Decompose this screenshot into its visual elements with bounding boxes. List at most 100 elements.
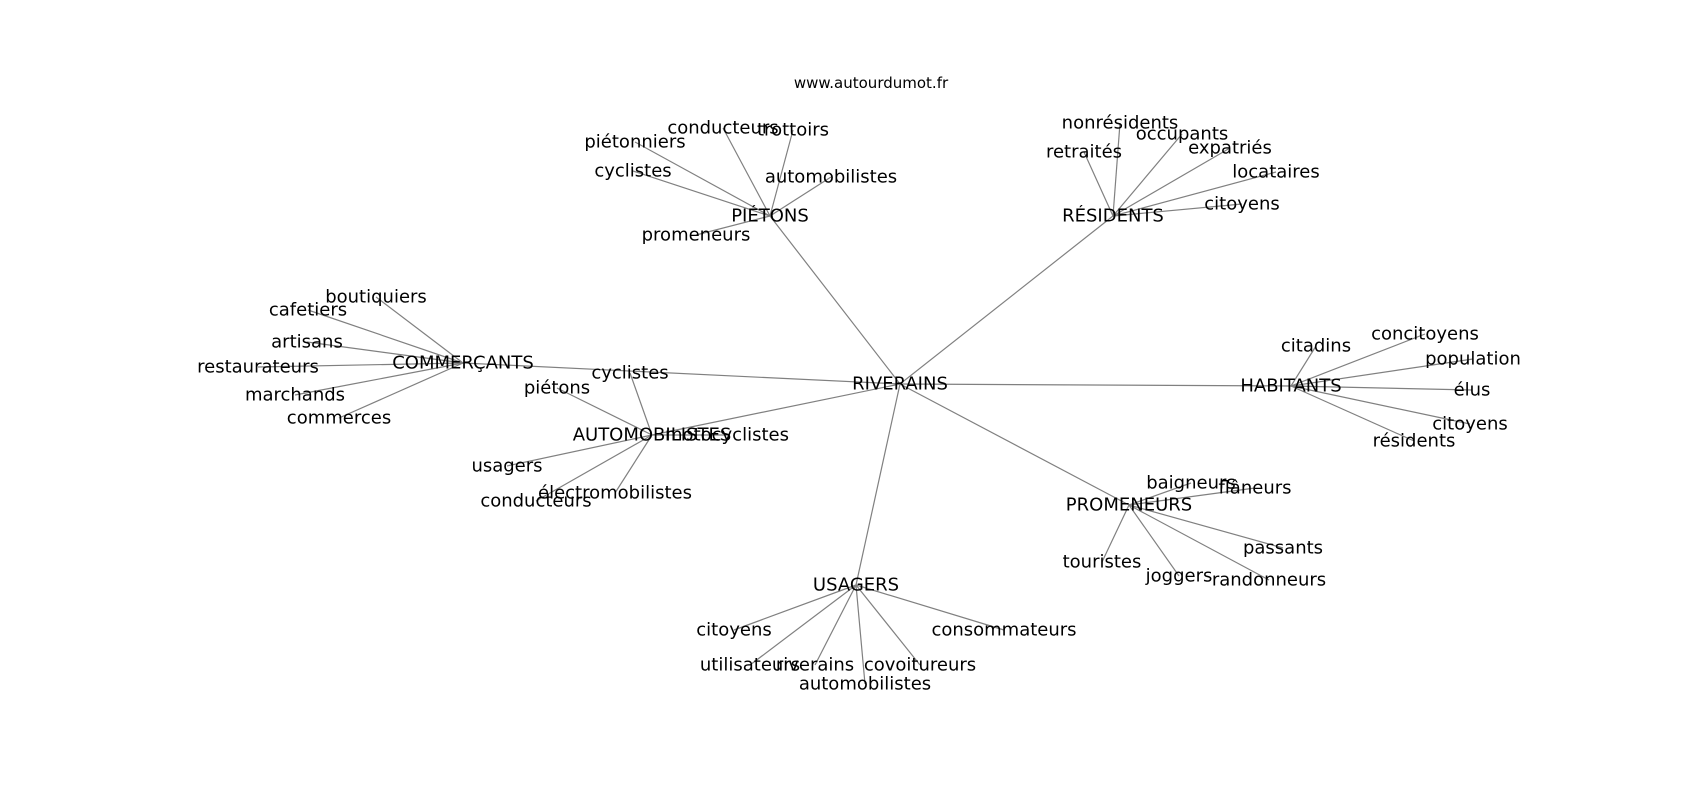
leaf-node-residents-nonresidents[interactable]: nonrésidents — [1062, 113, 1179, 134]
edge-usagers-consommateurs — [855, 584, 1005, 631]
edge-habitants-elus — [1290, 385, 1473, 391]
leaf-node-residents-expatries[interactable]: expatriés — [1188, 138, 1272, 159]
leaf-node-commercants-restaurateurs[interactable]: restaurateurs — [197, 357, 319, 378]
leaf-node-automobilistes-motocyclistes[interactable]: motocyclistes — [665, 425, 789, 446]
leaf-node-promeneurs-flaneurs[interactable]: flâneurs — [1218, 478, 1291, 499]
edge-habitants-population — [1290, 358, 1474, 387]
edge-riverains-usagers — [855, 383, 901, 586]
edge-commercants-cafetiers — [307, 309, 464, 364]
cluster-node-residents[interactable]: RÉSIDENTS — [1062, 205, 1164, 227]
leaf-node-residents-occupants[interactable]: occupants — [1136, 124, 1229, 145]
leaf-node-habitants-elus[interactable]: élus — [1454, 380, 1491, 401]
edge-promeneurs-flaneurs — [1128, 487, 1256, 506]
leaf-node-habitants-citoyens[interactable]: citoyens — [1432, 414, 1507, 435]
cluster-node-habitants[interactable]: HABITANTS — [1240, 376, 1341, 397]
edge-automobilistes-cyclistes — [629, 372, 653, 436]
edge-riverains-habitants — [899, 383, 1292, 387]
edge-residents-occupants — [1112, 133, 1183, 217]
center-node-riverains[interactable]: RIVERAINS — [852, 374, 948, 395]
cluster-node-commercants[interactable]: COMMERÇANTS — [392, 353, 534, 374]
leaf-node-usagers-automobilistes[interactable]: automobilistes — [799, 674, 931, 695]
edge-usagers-automobilistes — [855, 584, 866, 685]
leaf-node-commercants-boutiquiers[interactable]: boutiquiers — [325, 287, 427, 308]
leaf-node-promeneurs-randonneurs[interactable]: randonneurs — [1212, 570, 1326, 591]
edge-promeneurs-joggers — [1128, 504, 1180, 577]
leaf-node-promeneurs-touristes[interactable]: touristes — [1063, 552, 1142, 573]
cluster-node-automobilistes[interactable]: AUTOMOBILISTES — [573, 425, 732, 446]
leaf-node-commercants-marchands[interactable]: marchands — [245, 385, 345, 406]
edge-commercants-artisans — [306, 341, 464, 364]
edge-automobilistes-usagers — [506, 434, 653, 467]
cluster-node-usagers[interactable]: USAGERS — [813, 575, 899, 596]
edge-pietons-cyclistes — [632, 170, 771, 217]
leaf-node-pietons-cyclistes[interactable]: cyclistes — [594, 161, 671, 182]
edge-usagers-citoyens — [733, 584, 857, 631]
graph-labels: RIVERAINSPIÉTONSconducteurstrottoirspiét… — [197, 113, 1521, 695]
leaf-node-automobilistes-conducteurs[interactable]: conducteurs — [480, 491, 591, 512]
leaf-node-habitants-population[interactable]: population — [1425, 349, 1521, 370]
edge-promeneurs-passants — [1128, 504, 1284, 549]
cluster-node-pietons[interactable]: PIÉTONS — [731, 205, 809, 227]
edge-habitants-citoyens — [1290, 385, 1471, 425]
graph-edges — [257, 122, 1474, 685]
leaf-node-usagers-covoitureurs[interactable]: covoitureurs — [864, 655, 976, 676]
leaf-node-pietons-automobilistes[interactable]: automobilistes — [765, 167, 897, 188]
edge-riverains-residents — [899, 215, 1114, 385]
edge-commercants-restaurateurs — [257, 362, 464, 368]
site-watermark: www.autourdumot.fr — [794, 74, 949, 92]
edge-automobilistes-electromobilistes — [614, 434, 653, 494]
leaf-node-commercants-cafetiers[interactable]: cafetiers — [269, 300, 347, 321]
leaf-node-pietons-conducteurs[interactable]: conducteurs — [667, 118, 778, 139]
edge-pietons-conducteurs — [722, 127, 771, 217]
edge-promeneurs-randonneurs — [1128, 504, 1270, 581]
leaf-node-habitants-citadins[interactable]: citadins — [1281, 336, 1351, 357]
edge-pietons-automobilistes — [769, 176, 832, 217]
edge-habitants-concitoyens — [1290, 333, 1426, 387]
leaf-node-usagers-citoyens[interactable]: citoyens — [696, 620, 771, 641]
leaf-node-pietons-pietonniers[interactable]: piétonniers — [584, 132, 685, 153]
edge-habitants-citadins — [1290, 345, 1317, 387]
edge-riverains-promeneurs — [899, 383, 1130, 506]
edge-residents-citoyens — [1112, 203, 1243, 217]
leaf-node-residents-locataires[interactable]: locataires — [1232, 162, 1320, 183]
leaf-node-residents-retraites[interactable]: retraités — [1046, 142, 1122, 163]
leaf-node-commercants-artisans[interactable]: artisans — [271, 332, 343, 353]
cluster-node-promeneurs[interactable]: PROMENEURS — [1066, 495, 1192, 516]
leaf-node-usagers-utilisateurs[interactable]: utilisateurs — [700, 655, 800, 676]
edge-pietons-pietonniers — [634, 141, 771, 217]
leaf-node-usagers-riverains[interactable]: riverains — [776, 655, 854, 676]
edge-promeneurs-touristes — [1101, 504, 1130, 563]
edge-residents-retraites — [1083, 151, 1114, 217]
edge-usagers-covoitureurs — [855, 584, 921, 666]
leaf-node-habitants-residents[interactable]: résidents — [1373, 431, 1456, 452]
leaf-node-promeneurs-joggers[interactable]: joggers — [1145, 566, 1213, 587]
edge-pietons-promeneurs — [695, 215, 771, 236]
edge-commercants-boutiquiers — [375, 296, 464, 364]
edge-commercants-commerces — [338, 362, 464, 419]
edge-riverains-automobilistes — [651, 383, 901, 436]
edge-pietons-trottoirs — [769, 129, 794, 217]
leaf-node-automobilistes-electromobilistes[interactable]: électromobilistes — [538, 483, 692, 504]
edge-usagers-utilisateurs — [749, 584, 857, 666]
edge-residents-locataires — [1112, 171, 1277, 217]
edge-residents-expatries — [1112, 147, 1231, 217]
leaf-node-automobilistes-pietons[interactable]: piétons — [524, 378, 590, 399]
edge-automobilistes-conducteurs — [535, 434, 653, 502]
edge-residents-nonresidents — [1112, 122, 1121, 217]
leaf-node-pietons-promeneurs[interactable]: promeneurs — [642, 225, 751, 246]
leaf-node-promeneurs-baigneurs[interactable]: baigneurs — [1146, 473, 1236, 494]
leaf-node-pietons-trottoirs[interactable]: trottoirs — [757, 120, 829, 141]
leaf-node-residents-citoyens[interactable]: citoyens — [1204, 194, 1279, 215]
edge-usagers-riverains — [814, 584, 857, 666]
leaf-node-promeneurs-passants[interactable]: passants — [1243, 538, 1323, 559]
edge-promeneurs-baigneurs — [1128, 482, 1192, 506]
leaf-node-usagers-consommateurs[interactable]: consommateurs — [931, 620, 1076, 641]
leaf-node-automobilistes-usagers[interactable]: usagers — [471, 456, 542, 477]
edge-commercants-marchands — [294, 362, 464, 396]
leaf-node-commercants-commerces[interactable]: commerces — [287, 408, 391, 429]
leaf-node-habitants-concitoyens[interactable]: concitoyens — [1371, 324, 1479, 345]
edge-riverains-commercants — [462, 362, 901, 385]
edge-riverains-pietons — [769, 215, 901, 385]
leaf-node-automobilistes-cyclistes[interactable]: cyclistes — [591, 363, 668, 384]
